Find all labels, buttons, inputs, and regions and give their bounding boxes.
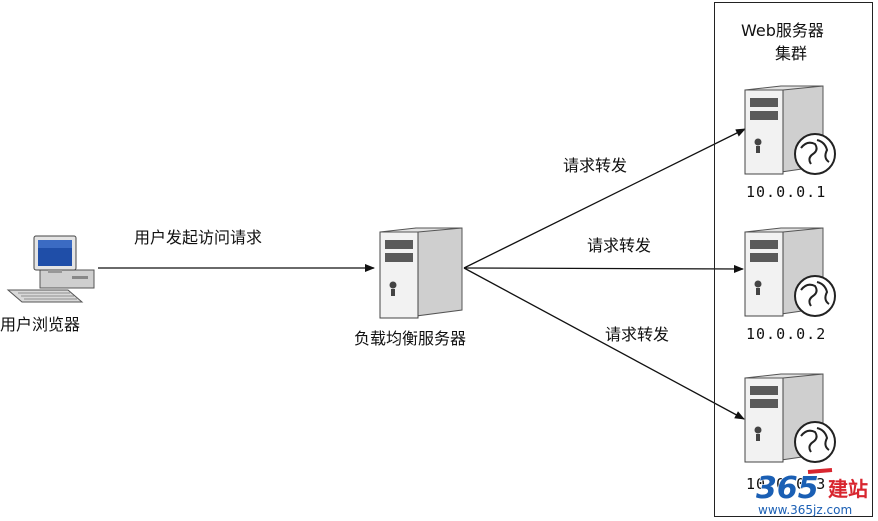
svg-text:www.365jz.com: www.365jz.com (758, 503, 852, 517)
cluster-title-line2: 集群 (775, 44, 808, 63)
cluster-title-line1: Web服务器 (741, 21, 824, 40)
forward-label-2: 请求转发 (587, 236, 652, 255)
web-server-globe-icon (743, 368, 839, 470)
forward-arrow-2 (463, 264, 744, 273)
forward-arrow-1 (463, 128, 746, 269)
server-3-ip: 10.0.0.3 (746, 475, 827, 493)
svg-text:365: 365 (756, 471, 819, 506)
web-server-globe-icon (743, 222, 839, 324)
server-tower-icon (378, 222, 464, 324)
web-cluster-boundary (714, 2, 873, 517)
svg-text:建站: 建站 (828, 477, 868, 501)
forward-label-3: 请求转发 (605, 325, 670, 344)
client-label: 用户浏览器 (0, 315, 81, 334)
forward-arrow-3 (463, 267, 745, 420)
server-2-ip: 10.0.0.2 (746, 325, 827, 343)
server-1-ip: 10.0.0.1 (746, 183, 827, 201)
watermark-logo: 365 建站 www.365jz.com (748, 462, 876, 518)
desktop-computer-icon (4, 232, 96, 312)
load-balancer-label: 负载均衡服务器 (354, 329, 467, 348)
request-label: 用户发起访问请求 (134, 228, 263, 247)
forward-label-1: 请求转发 (563, 156, 628, 175)
web-server-globe-icon (743, 80, 839, 182)
